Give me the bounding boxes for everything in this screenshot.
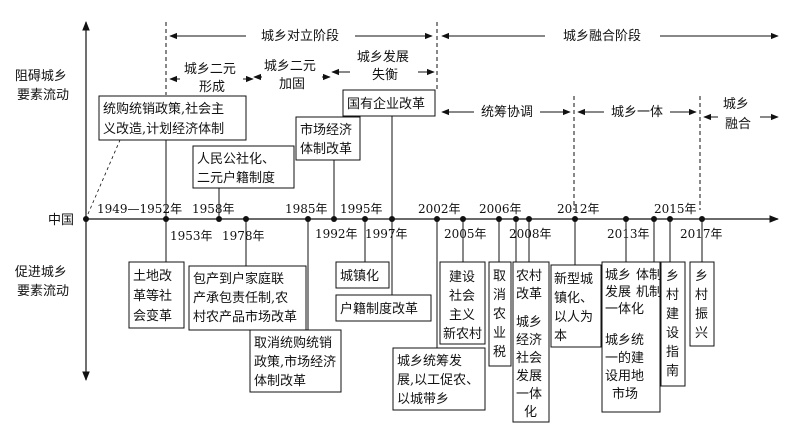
dot-2006 [496,216,502,222]
dot-2012 [572,216,578,222]
dot-2013a [623,216,629,222]
stage-integration-unified: 城乡一体 [611,105,663,120]
stage-dual-consolidation: 城乡二元 加固 [264,59,320,92]
year-1953: 1953年 [170,229,213,243]
label-china: 中国 [48,213,74,228]
dot-1953 [163,216,169,222]
event-unified-land-market: 城乡统 一的建 设用地 市场 [605,333,648,402]
year-2006: 2006年 [479,202,522,216]
dot-1958 [216,216,222,222]
event-integration-mechanism: 城乡 发展 一体化 [605,268,644,317]
year-1978: 1978年 [222,229,265,243]
timeline-dots [163,216,705,222]
dot-2008b [526,216,532,222]
box-cancel-purchase [249,329,342,393]
box-urbanization [335,261,390,289]
year-1985: 1985年 [285,202,328,216]
year-2012: 2012年 [557,202,600,216]
dot-1992 [331,216,337,222]
dot-2005 [460,216,466,222]
label-promote-flow: 促进城乡 要素流动 [15,265,71,299]
dot-1978 [243,216,249,222]
event-soe-reform: 国有企业改革 [347,96,425,112]
stage-integration: 城乡融合阶段 [563,29,641,44]
event-commune: 人民公社化、 二元户籍制度 [197,151,279,186]
event-revitalization: 乡 村 振 兴 [695,269,712,341]
event-integration-mechanism-2: 体制 机制 [636,268,666,300]
event-urban-rural-coord: 城乡统筹发 展,以工促农、 以城带乡 [397,353,483,407]
dot-2013b [651,216,657,222]
event-econ-society: 城乡 经济 社会 发展 一体 化 [516,315,546,420]
dot-2008a [513,216,519,222]
year-2015: 2015年 [654,202,697,216]
box-hukou-reform [335,294,432,322]
event-cancel-tax: 取 消 农 业 税 [493,269,510,360]
year-1995: 1995年 [340,202,383,216]
box-commune [192,145,295,189]
stage-opposition: 城乡对立阶段 [261,29,339,44]
box-revitalization-guide [660,261,686,387]
dot-2015 [667,216,673,222]
box-soe-reform [342,89,436,117]
stage-coordination: 统筹协调 [481,104,533,120]
event-unified-purchase: 统购统销政策,社会主 义改造,计划经济体制 [103,101,228,137]
event-revitalization-guide: 乡 村 建 设 指 南 [666,269,683,379]
box-revitalization [689,261,715,347]
box-household-contract [188,265,307,331]
year-2002: 2002年 [418,202,461,216]
box-unified-purchase [98,95,247,141]
box-integration-mechanism [601,261,661,413]
stage-fusion: 城乡 融合 [723,97,753,132]
stage-imbalance: 城乡发展 失衡 [357,49,413,83]
box-cancel-tax [488,261,512,367]
label-hinder-flow: 阻碍城乡 要素流动 [15,69,71,103]
year-2017: 2017年 [680,227,723,241]
box-rural-econ [512,261,550,423]
dot-1985 [305,216,311,222]
year-2013: 2013年 [607,227,650,241]
event-rural-reform: 农村 改革 [516,269,546,302]
dot-1997 [389,216,395,222]
box-market-reform [295,116,361,161]
year-2005: 2005年 [444,227,487,241]
dot-1995 [362,216,368,222]
event-new-urbanization: 新型城 镇化、 以人为 本 [554,271,597,344]
event-land-reform: 土地改 革等社 会变革 [133,269,176,324]
year-2008: 2008年 [509,227,552,241]
event-hukou-reform: 户籍制度改革 [340,301,418,317]
year-1992: 1992年 [315,227,358,241]
year-1997: 1997年 [365,227,408,241]
box-urban-rural-coord [392,347,486,411]
box-new-countryside [439,261,486,345]
stage-dual-formation: 城乡二元 形成 [184,62,240,95]
event-urbanization: 城镇化 [340,269,379,284]
event-household-contract: 包产到户家庭联 产承包责任制,农 村农产品市场改革 [193,271,297,325]
box-new-urbanization [550,264,602,348]
box-land-reform [128,261,185,329]
year-1958: 1958年 [192,202,235,216]
year-1949: 1949—1952年 [97,202,182,216]
dot-2002 [434,216,440,222]
origin-dashed-line [87,139,121,215]
timeline-origin-dot [83,216,89,222]
event-market-reform: 市场经济 体制改革 [300,122,356,157]
dot-2017 [699,216,705,222]
event-cancel-purchase: 取消统购统销 政策,市场经济 体制改革 [254,335,340,389]
event-new-countryside: 建设 社会 主义 新农村 [443,270,482,342]
